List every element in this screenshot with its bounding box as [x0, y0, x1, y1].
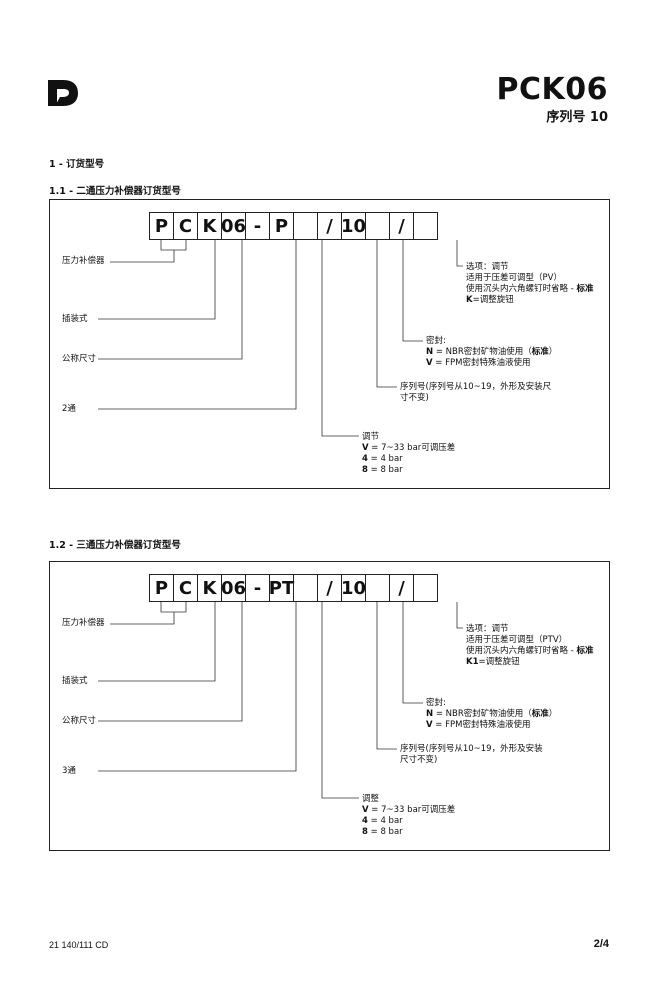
leader-mounting — [98, 602, 216, 682]
options-block: 选项：调节 适用于压差可调型（PV） 使用沉头内六角螺钉时省略 - 标准 K=调… — [466, 262, 594, 305]
section-heading: 1 - 订货型号 — [49, 159, 105, 170]
leader-adjustment — [321, 602, 359, 799]
code-cell — [413, 212, 438, 240]
leader-seal — [402, 240, 423, 342]
series-block: 序列号(序列号从10~19，外形及安装尺 寸不变) — [400, 382, 552, 403]
label-ways: 2通 — [62, 404, 76, 414]
adjustment-block: 调节 V = 7~33 bar可调压差 4 = 4 bar 8 = 8 bar — [362, 432, 456, 475]
leader-seal — [402, 602, 423, 704]
label-mounting: 插装式 — [62, 314, 88, 324]
document-code: 21 140/111 CD — [49, 940, 109, 950]
diagram-2-panel — [49, 561, 610, 851]
series-subtitle: 序列号 10 — [546, 110, 608, 125]
series-block: 序列号(序列号从10~19，外形及安装 尺寸不变) — [400, 744, 543, 765]
leader-options — [456, 602, 463, 629]
label-mounting: 插装式 — [62, 676, 88, 686]
options-block: 选项：调节 适用于压差可调型（PTV） 使用沉头内六角螺钉时省略 - 标准 K1… — [466, 624, 594, 667]
label-size: 公称尺寸 — [62, 354, 97, 364]
label-compensator: 压力补偿器 — [62, 618, 105, 628]
leader-size — [98, 240, 243, 360]
leader-ways — [98, 602, 297, 772]
leader-mounting — [98, 240, 216, 320]
leader-compensator — [110, 602, 187, 625]
company-logo-icon — [48, 80, 78, 106]
seal-block: 密封: N = NBR密封矿物油使用（标准） V = FPM密封特殊油液使用 — [426, 336, 558, 368]
leader-size — [98, 602, 243, 722]
diagram-1-heading: 1.1 - 二通压力补偿器订货型号 — [49, 186, 181, 197]
page-number: 2/4 — [593, 938, 609, 950]
diagram-2-code-cells: P C K 06 - PT / 10 / — [149, 574, 438, 602]
adjustment-block: 调整 V = 7~33 bar可调压差 4 = 4 bar 8 = 8 bar — [362, 794, 456, 837]
product-title: PCK06 — [496, 72, 608, 107]
leader-series — [376, 602, 397, 750]
leader-adjustment — [321, 240, 359, 437]
label-size: 公称尺寸 — [62, 716, 97, 726]
leader-series — [376, 240, 397, 388]
diagram-1-panel — [49, 199, 610, 489]
label-compensator: 压力补偿器 — [62, 256, 105, 266]
diagram-1-code-cells: P C K 06 - P / 10 / — [149, 212, 438, 240]
code-cell — [413, 574, 438, 602]
leader-options — [456, 240, 463, 267]
leader-ways — [98, 240, 297, 410]
leader-compensator — [110, 240, 187, 263]
label-ways: 3通 — [62, 766, 76, 776]
seal-block: 密封: N = NBR密封矿物油使用（标准） V = FPM密封特殊油液使用 — [426, 698, 558, 730]
diagram-2-heading: 1.2 - 三通压力补偿器订货型号 — [49, 540, 181, 551]
